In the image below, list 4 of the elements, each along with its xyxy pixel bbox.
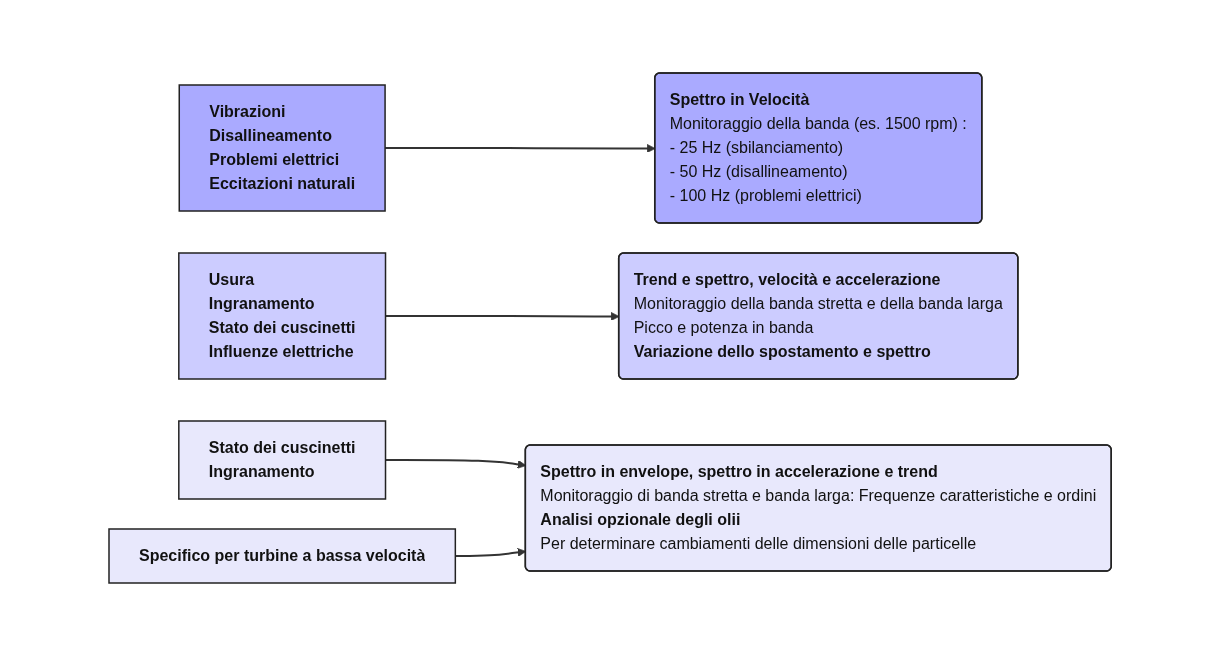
node-box: Stato dei cuscinetti Ingranamento <box>177 419 387 500</box>
node-box: Specifico per turbine a bassa velocità <box>108 527 456 584</box>
node-box: Vibrazioni Disallineamento Problemi elettrici Eccitazioni naturali <box>178 83 386 212</box>
node-box: Usura Ingranamento Stato dei cuscinetti Influenze elettriche <box>177 251 387 380</box>
